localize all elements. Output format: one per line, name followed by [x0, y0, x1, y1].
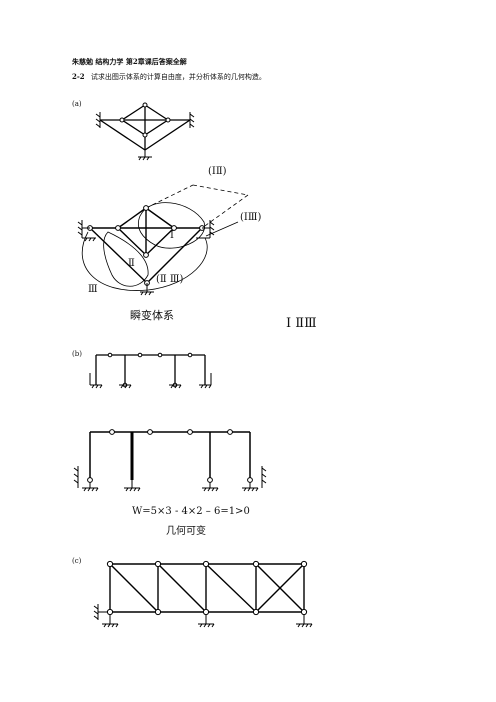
body-label-3: Ⅲ	[88, 284, 98, 295]
body-label-1: Ⅰ	[170, 230, 174, 241]
hinge-label-2-3: (Ⅱ Ⅲ)	[156, 274, 184, 285]
conclusion-b: 几何可变	[166, 526, 206, 537]
hinge-label-1-3: (ⅠⅢ)	[240, 212, 262, 223]
part-c-label: (c)	[72, 557, 82, 565]
page-title: 朱慈勉 结构力学 第2章课后答案全解	[72, 57, 187, 66]
part-b-label: (b)	[72, 350, 82, 358]
formula-b: W=5×3 - 4×2 – 6=1>0	[132, 506, 250, 517]
hinge-label-1-2: (ⅠⅡ)	[208, 166, 227, 177]
problem-statement: 试求出图示体系的计算自由度，并分析体系的几何构造。	[90, 73, 266, 81]
problem-number: 2-2	[72, 72, 85, 81]
body-label-2: Ⅱ	[128, 258, 135, 269]
part-a-label: (a)	[72, 100, 82, 108]
conclusion-a: 瞬变体系	[130, 309, 174, 322]
problem-line: 2-2 试求出图示体系的计算自由度，并分析体系的几何构造。	[72, 72, 266, 82]
conclusion-a-note: Ⅰ ⅡⅢ	[286, 316, 317, 331]
